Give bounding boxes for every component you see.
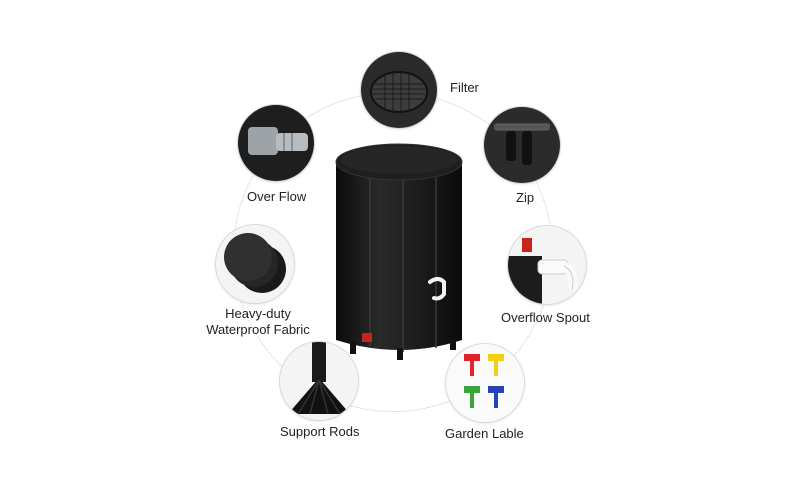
over-flow-callout: [238, 105, 314, 181]
tag-yellow-icon: [488, 354, 504, 376]
garden-lable-label: Garden Lable: [445, 426, 524, 441]
fabric-label: Heavy-duty Waterproof Fabric: [203, 306, 313, 338]
filter-label: Filter: [450, 80, 479, 95]
filter-callout: [361, 52, 437, 128]
support-rods-label: Support Rods: [280, 424, 360, 439]
fabric-label-line2: Waterproof Fabric: [206, 322, 310, 337]
overflow-spout-callout: [508, 226, 586, 304]
tag-blue-icon: [488, 386, 504, 408]
over-flow-label: Over Flow: [247, 189, 307, 204]
tag-green-icon: [464, 386, 480, 408]
support-rods-callout: [280, 342, 358, 420]
zip-label: Zip: [516, 190, 535, 205]
fabric-label-line1: Heavy-duty: [225, 306, 291, 321]
zip-callout: [484, 107, 560, 183]
tag-red-icon: [464, 354, 480, 376]
fabric-callout: [216, 225, 294, 303]
overflow-spout-label: Overflow Spout: [501, 310, 590, 325]
garden-lable-callout: [446, 344, 524, 422]
